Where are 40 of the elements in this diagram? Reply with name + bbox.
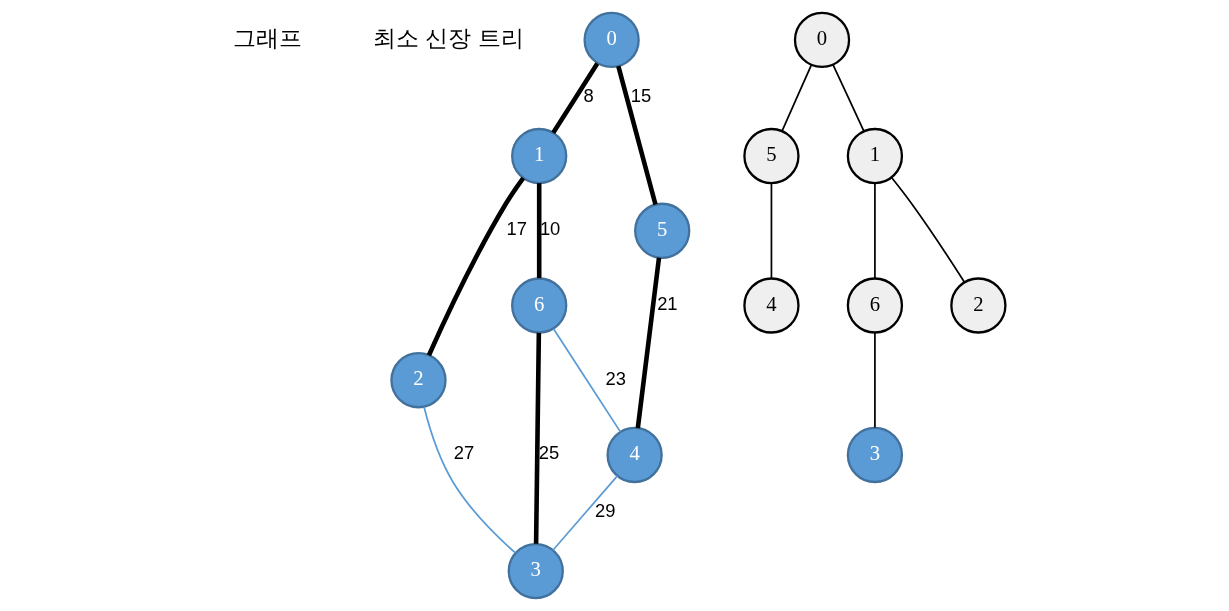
node-circle: 6 xyxy=(511,277,568,334)
node-circle: 1 xyxy=(511,127,568,185)
connector xyxy=(770,182,773,279)
node-circle: 2 xyxy=(950,277,1007,334)
connector xyxy=(536,183,542,279)
edge-label: 8 xyxy=(583,85,594,107)
connector xyxy=(616,65,658,206)
node-circle: 0 xyxy=(793,11,851,69)
connector xyxy=(552,475,619,551)
connector xyxy=(533,332,542,544)
node-circle: 0 xyxy=(583,11,640,69)
connector xyxy=(890,176,966,283)
connector xyxy=(552,327,622,433)
edge-label: 27 xyxy=(453,442,475,464)
edge-label: 15 xyxy=(630,85,652,107)
edge-label: 23 xyxy=(605,367,626,389)
connector xyxy=(423,406,517,554)
label: 그래프 xyxy=(233,24,303,51)
edge-label: 10 xyxy=(539,218,561,240)
edge-label: 25 xyxy=(538,442,560,464)
node-circle: 1 xyxy=(846,127,904,185)
node-circle: 3 xyxy=(846,426,904,484)
connector xyxy=(426,176,526,357)
connector xyxy=(781,64,813,132)
node-circle: 2 xyxy=(390,352,447,409)
connector xyxy=(874,182,876,279)
node-circle: 3 xyxy=(507,542,564,600)
label: 최소 신장 트리 xyxy=(372,24,524,51)
connector xyxy=(635,257,662,429)
node-circle: 4 xyxy=(743,277,800,334)
connector xyxy=(551,62,600,135)
edge-label: 17 xyxy=(506,218,527,240)
edge-label: 29 xyxy=(595,500,616,522)
edge-label: 21 xyxy=(657,292,678,314)
connector xyxy=(832,63,865,133)
node-circle: 5 xyxy=(743,127,800,185)
node-circle: 5 xyxy=(634,202,691,259)
node-circle: 6 xyxy=(846,277,904,334)
connector xyxy=(874,331,876,429)
node-circle: 4 xyxy=(606,426,663,484)
